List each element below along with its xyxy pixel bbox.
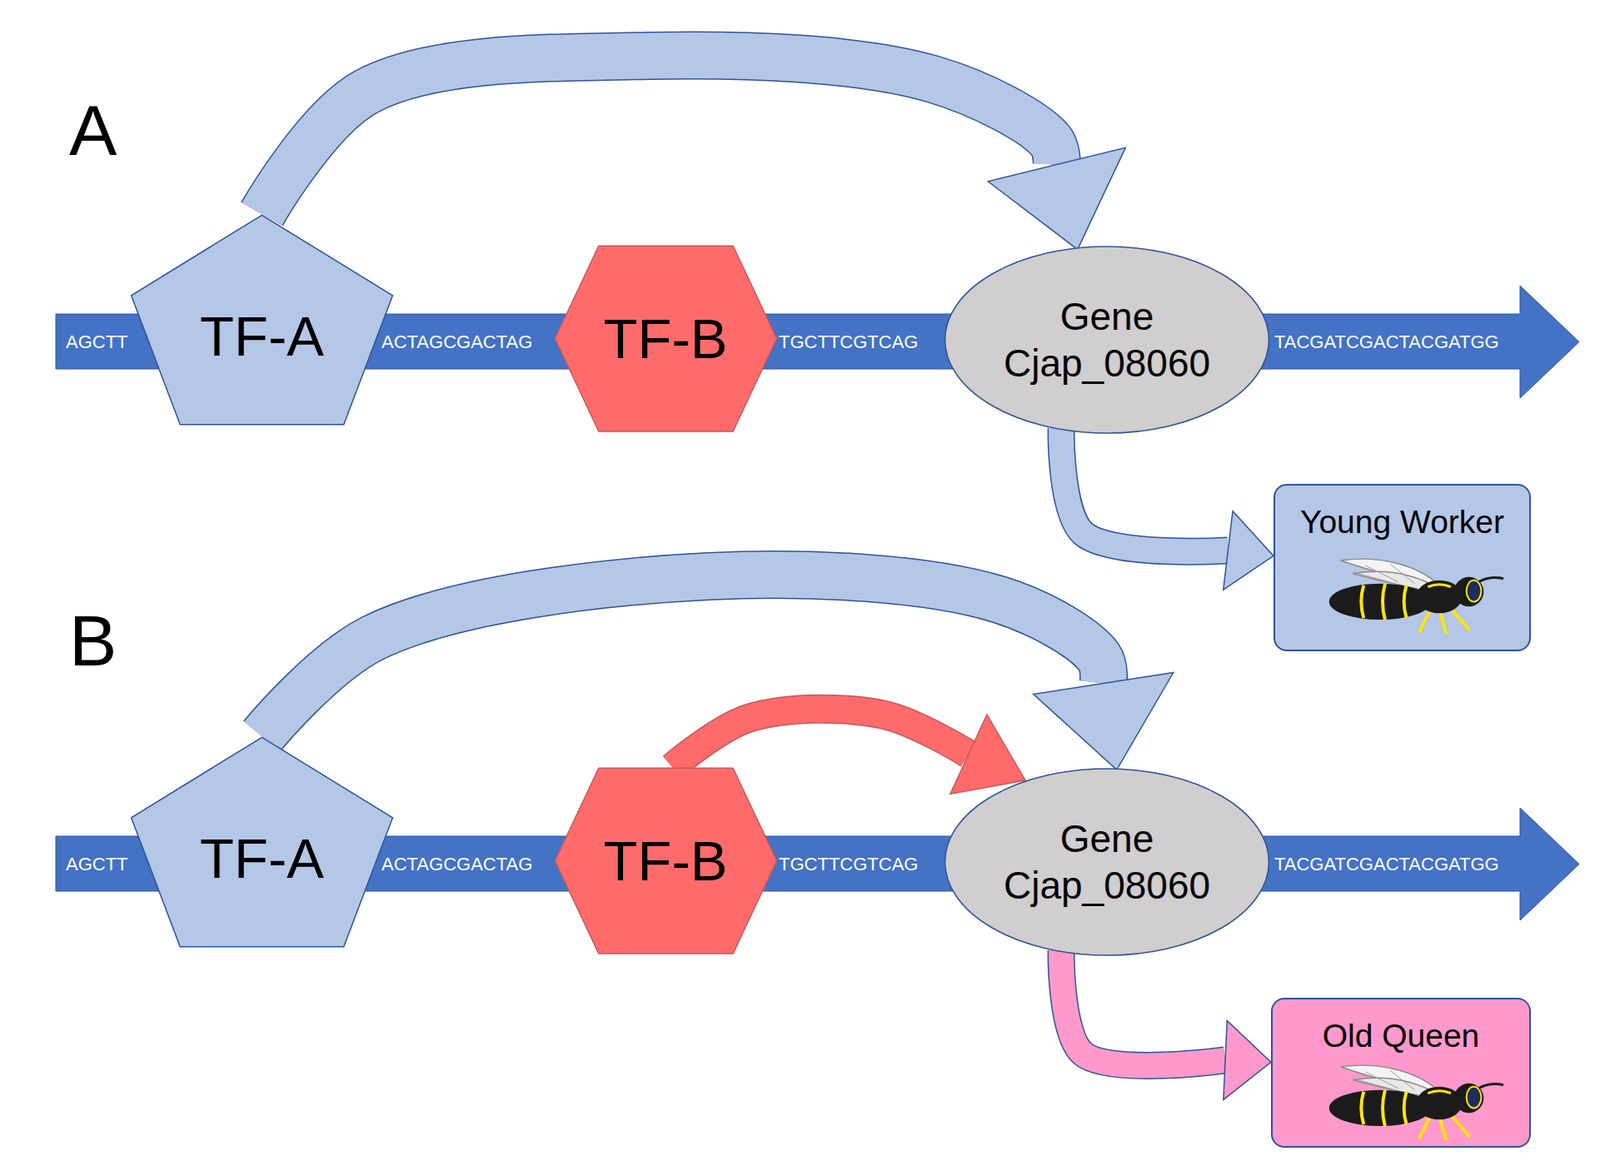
sequence-text: AGCTT: [65, 852, 129, 876]
regulation-arrow: [262, 54, 1127, 250]
arrow-body: [1061, 950, 1226, 1066]
arrow-outline: [1061, 950, 1226, 1066]
node-label: TF-B: [603, 304, 728, 374]
arrow-head: [987, 147, 1126, 250]
arrow-body: [1061, 428, 1228, 552]
panel-letter: B: [69, 598, 117, 684]
node-label: Young Worker: [1300, 502, 1505, 543]
transcription-factor: TF-A: [129, 214, 394, 426]
sequence-text: TACGATCGACTACGATGG: [1274, 330, 1500, 354]
arrow-head: [1223, 1020, 1272, 1100]
gene-ellipse-shape: [945, 768, 1270, 956]
caste-box: Young Worker: [1273, 483, 1531, 652]
node-label: Old Queen: [1322, 1016, 1481, 1057]
arrow-outline: [262, 574, 1105, 737]
arrow-body: [262, 574, 1105, 737]
transcription-factor-shape: [554, 767, 777, 954]
transcription-factor: TF-B: [553, 767, 778, 955]
wasp-drawing: [1329, 558, 1504, 634]
regulation-arrow: [262, 574, 1174, 770]
arrow-head: [950, 714, 1026, 794]
caste-box: Old Queen: [1271, 997, 1531, 1148]
transcription-factor: TF-B: [553, 244, 778, 433]
transcription-factor: TF-A: [129, 736, 394, 948]
node-label: TF-A: [199, 824, 324, 893]
regulation-arrow: [1061, 950, 1272, 1100]
sequence-text: TGCTTCGTCAG: [778, 330, 918, 354]
arrow-head: [1223, 511, 1274, 590]
arrow-outline: [1061, 428, 1228, 552]
arrow-outline: [672, 708, 969, 768]
node-label: TF-B: [603, 827, 728, 896]
wasp-drawing: [1329, 1065, 1504, 1140]
node-label: Gene Cjap_08060: [990, 293, 1224, 387]
node-label: Gene Cjap_08060: [990, 815, 1224, 909]
arrow-body: [262, 54, 1057, 215]
arrow-outline: [262, 54, 1057, 215]
transcription-factor-shape: [131, 737, 394, 947]
transcription-factor-shape: [131, 214, 394, 424]
arrow-head: [1033, 672, 1174, 771]
sequence-text: AGCTT: [65, 330, 129, 354]
regulation-arrow: [1061, 428, 1274, 590]
arrow-body: [672, 708, 969, 768]
sequence-text: TACGATCGACTACGATGG: [1274, 852, 1500, 876]
sequence-text: ACTAGCGACTAG: [381, 852, 533, 876]
gene-ellipse-outline: [943, 245, 1271, 434]
transcription-factor-shape: [554, 245, 777, 432]
gene-ellipse: Gene Cjap_08060: [943, 245, 1271, 434]
panel-letter: A: [69, 87, 117, 174]
gene-ellipse-shape: [945, 246, 1270, 434]
gene-ellipse: Gene Cjap_08060: [943, 767, 1271, 957]
sequence-text: TGCTTCGTCAG: [778, 852, 918, 876]
node-label: TF-A: [199, 302, 324, 371]
gene-ellipse-outline: [943, 767, 1271, 957]
sequence-text: ACTAGCGACTAG: [381, 330, 533, 354]
